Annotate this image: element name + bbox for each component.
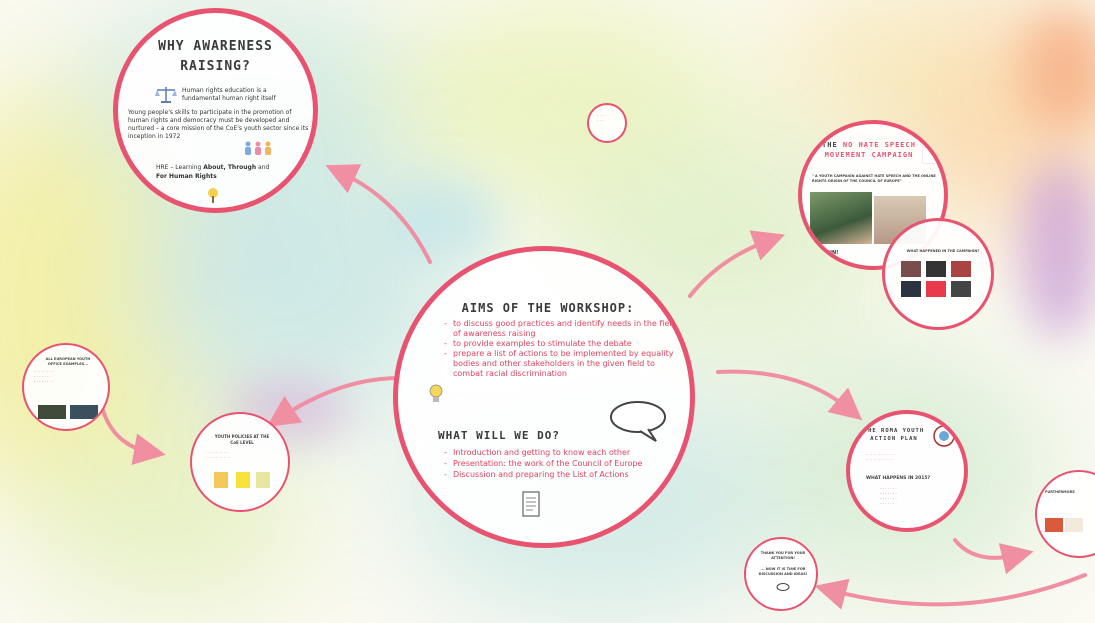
aims-list: to discuss good practices and identify n… xyxy=(444,319,680,379)
aim-item: to provide examples to stimulate the deb… xyxy=(444,339,680,349)
awareness-circle[interactable]: WHY AWARENESS RAISING? Human rights educ… xyxy=(113,8,318,213)
do-item: Presentation: the work of the Council of… xyxy=(444,458,684,469)
do-item: Introduction and getting to know each ot… xyxy=(444,447,684,458)
examples-image-2[interactable] xyxy=(70,405,98,419)
youthpol-image-2[interactable] xyxy=(236,472,250,488)
thanks-circle[interactable]: THANK YOU FOR YOUR ATTENTION! ... NOW IT… xyxy=(744,537,818,611)
youthpol-circle[interactable]: YOUTH POLICIES AT THE CoE LEVEL · · · · … xyxy=(190,412,290,512)
scales-icon xyxy=(155,87,177,103)
youthpol-image-1[interactable] xyxy=(214,472,228,488)
roma-list: - · · · · · ·- · · · · · ·- · · · · · ·-… xyxy=(880,486,897,506)
hre-about: About, Through xyxy=(203,164,257,171)
campaign-thumb[interactable] xyxy=(926,281,947,297)
aim-item: prepare a list of actions to be implemen… xyxy=(444,349,680,379)
hre-and: and xyxy=(258,164,270,171)
nohate-title: THE NO HATE SPEECH MOVEMENT CAMPAIGN xyxy=(814,140,924,160)
nohate-title-part2: MOVEMENT CAMPAIGN xyxy=(824,151,914,159)
thanks-line4: DISCUSSION AND IDEAS! xyxy=(758,572,808,576)
examples-circle[interactable]: ALL EUROPEAN YOUTH OFFICE EXAMPLES... - … xyxy=(22,343,110,431)
hre-for: For Human Rights xyxy=(156,173,217,180)
campaign-thumb[interactable] xyxy=(901,261,921,277)
do-list: Introduction and getting to know each ot… xyxy=(444,447,684,480)
thanks-line1: THANK YOU FOR YOUR xyxy=(760,551,806,555)
roma-circle[interactable]: THE ROMA YOUTH ACTION PLAN · · · · · · ·… xyxy=(846,410,968,532)
campaign-title: WHAT HAPPENED IN THE CAMPAIGN? xyxy=(906,249,980,253)
roma-logo-icon xyxy=(933,425,955,447)
roma-title-line1: THE ROMA YOUTH xyxy=(863,428,925,434)
examples-text: - · · · · · · ·- · · · · · ·- · · · · · … xyxy=(34,369,54,384)
awareness-title-line1: WHY AWARENESS xyxy=(158,39,273,54)
awareness-point-1: Human rights education is a fundamental … xyxy=(182,87,276,102)
small-circle-top[interactable]: · · · ·· · · xyxy=(587,103,627,143)
nohate-logo xyxy=(922,142,944,164)
aim-item: to discuss good practices and identify n… xyxy=(444,319,680,339)
main-subtitle: WHAT WILL WE DO? xyxy=(438,429,560,442)
campaign-thumbnails xyxy=(901,261,981,301)
last-image-2[interactable] xyxy=(1065,518,1083,532)
awareness-title-line2: RAISING? xyxy=(180,59,251,74)
main-title: AIMS OF THE WORKSHOP: xyxy=(461,301,635,315)
hre-text: HRE – Learning About, Through and For Hu… xyxy=(156,163,286,181)
last-image-1[interactable] xyxy=(1045,518,1063,532)
main-circle[interactable]: AIMS OF THE WORKSHOP: to discuss good pr… xyxy=(393,246,695,548)
youthpol-image-3[interactable] xyxy=(256,472,270,488)
do-item: Discussion and preparing the List of Act… xyxy=(444,469,684,480)
speech-bubble-icon xyxy=(610,401,666,442)
roma-text: · · · · · · · · · · · ·· · · · · · · · ·… xyxy=(866,452,896,462)
nohate-photo-1[interactable] xyxy=(810,192,872,244)
speech-bubble-small-icon xyxy=(776,583,790,591)
awareness-point-2: Young people's skills to participate in … xyxy=(128,109,309,140)
campaign-circle[interactable]: WHAT HAPPENED IN THE CAMPAIGN? xyxy=(882,218,994,330)
campaign-thumb[interactable] xyxy=(926,261,947,277)
youthpol-title-line1: YOUTH POLICIES AT THE xyxy=(214,434,270,439)
lightbulb-icon xyxy=(429,384,443,402)
thanks-line2: ATTENTION! xyxy=(771,556,795,560)
people-icon xyxy=(245,141,271,155)
roma-title-line2: ACTION PLAN xyxy=(870,436,918,442)
nohate-title-part1: THE xyxy=(822,141,838,149)
youthpol-title-line2: CoE LEVEL xyxy=(230,440,254,445)
last-title: FURTHERMORE xyxy=(1045,490,1075,494)
nohate-quote: " A YOUTH CAMPAIGN AGAINST HATE SPEECH A… xyxy=(812,174,936,183)
small-circle-top-text: · · · ·· · · xyxy=(597,113,606,123)
hre-prefix: HRE – Learning xyxy=(156,164,202,171)
campaign-thumb[interactable] xyxy=(951,261,972,277)
campaign-thumb[interactable] xyxy=(951,281,972,297)
roma-happens: WHAT HAPPENS IN 2015? xyxy=(866,476,931,481)
examples-image-1[interactable] xyxy=(38,405,66,419)
nohate-title-highlight: NO HATE SPEECH xyxy=(842,141,916,149)
youthpol-text: · · · · · · · · ·· · · · · · · · · · xyxy=(206,450,231,460)
thanks-line3: ... NOW IT IS TIME FOR xyxy=(760,567,806,571)
campaign-thumb[interactable] xyxy=(901,281,921,297)
document-icon xyxy=(522,491,540,517)
examples-title-line1: ALL EUROPEAN YOUTH xyxy=(45,357,91,361)
tree-icon xyxy=(208,188,218,203)
nohate-join[interactable]: JOIN! xyxy=(824,250,839,256)
examples-title-line2: OFFICE EXAMPLES... xyxy=(47,362,89,366)
